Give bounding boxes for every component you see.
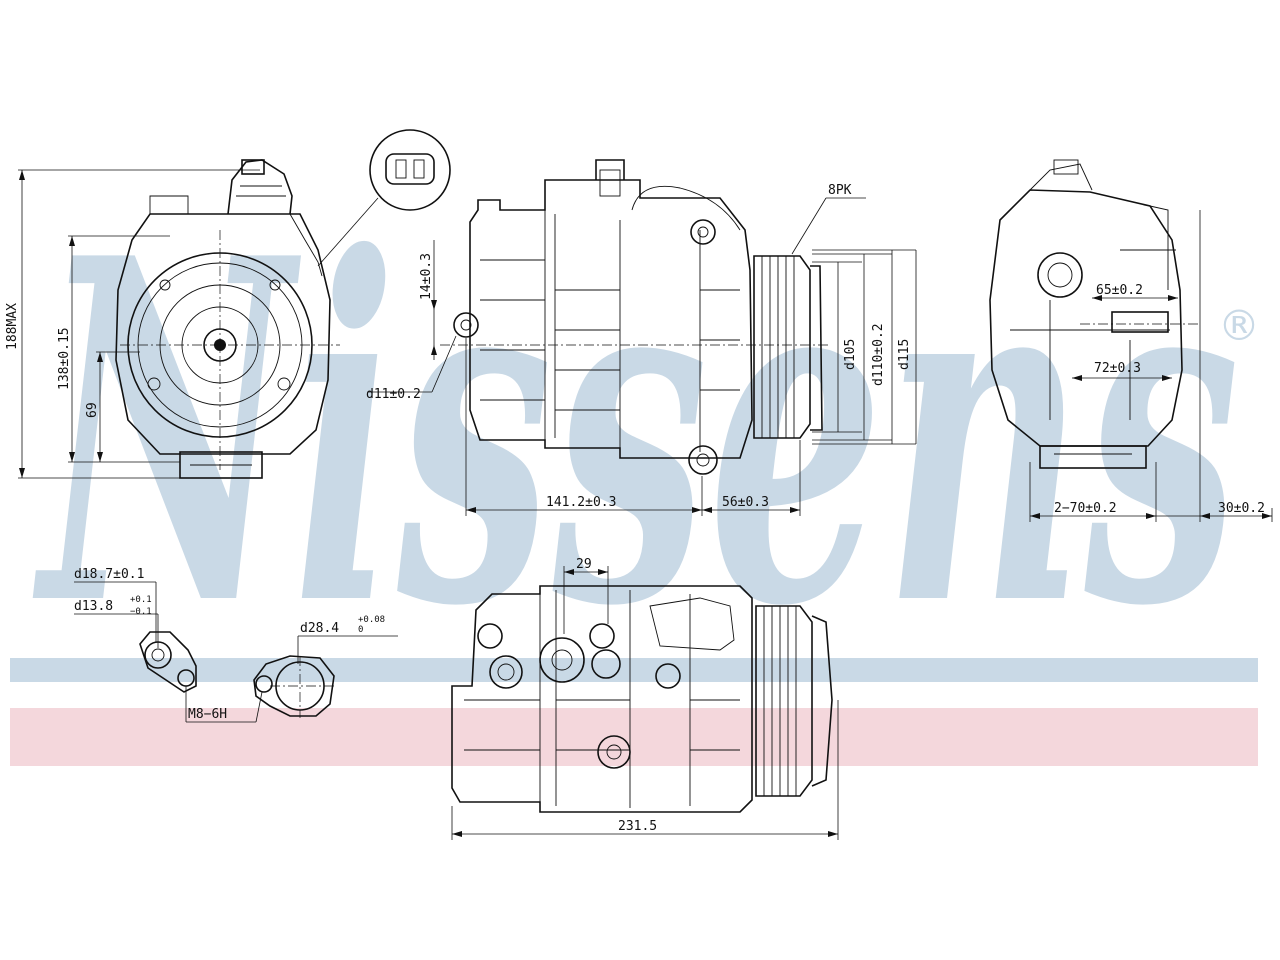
side-view: 14±0.3 d11±0.2 d105 [366,159,917,516]
dim-port-d13-8: d13.8 [74,599,113,614]
dim-connector-pitch: 14±0.3 [419,253,434,300]
tol-port-plus: +0.1 [130,595,152,605]
watermark-stripe-pink [10,708,1258,766]
dim-pulley-d105: d105 [843,339,858,370]
dim-center-height: 69 [85,402,100,418]
top-view: 29 231.5 [451,557,839,840]
watermark-stripe-blue [10,658,1258,682]
dim-side-65: 65±0.2 [1096,283,1143,298]
registered-mark: ® [1218,301,1260,350]
dim-overall-height: 188MAX [5,303,20,350]
dim-port-d18-7: d18.7±0.1 [74,567,144,582]
label-belt-8pk: 8PK [828,183,852,198]
port-detail: d18.7±0.1 d13.8 +0.1 −0.1 d28.4 +0.08 0 … [74,567,398,723]
dim-side-72: 72±0.3 [1094,361,1141,376]
watermark-logo-text: Nissens [31,157,1240,709]
dim-body-length: 141.2±0.3 [546,495,616,510]
dim-side-30: 30±0.2 [1218,501,1265,516]
dim-pulley-offset: 56±0.3 [722,495,769,510]
tol-d28-zero: 0 [358,625,363,635]
dim-overall-length: 231.5 [618,819,657,834]
dim-side-2x70: 2−70±0.2 [1054,501,1117,516]
dim-thread-m8: M8−6H [188,707,227,722]
dim-port-spacing-29: 29 [576,557,592,572]
dim-port-d28-4: d28.4 [300,621,339,636]
tol-port-minus: −0.1 [130,607,152,617]
dim-mount-height: 138±0.15 [57,327,72,390]
dim-bolt-hole: d11±0.2 [366,387,421,402]
dim-pulley-d110: d110±0.2 [871,323,886,386]
watermark: Nissens ® [10,157,1260,766]
rear-view: 65±0.2 72±0.3 2−70±0.2 30±0.2 [989,159,1273,522]
dim-pulley-d115: d115 [897,339,912,370]
front-view: 188MAX 138±0.15 69 [5,159,340,479]
connector-detail [317,129,451,267]
tol-d28-plus: +0.08 [358,615,385,625]
